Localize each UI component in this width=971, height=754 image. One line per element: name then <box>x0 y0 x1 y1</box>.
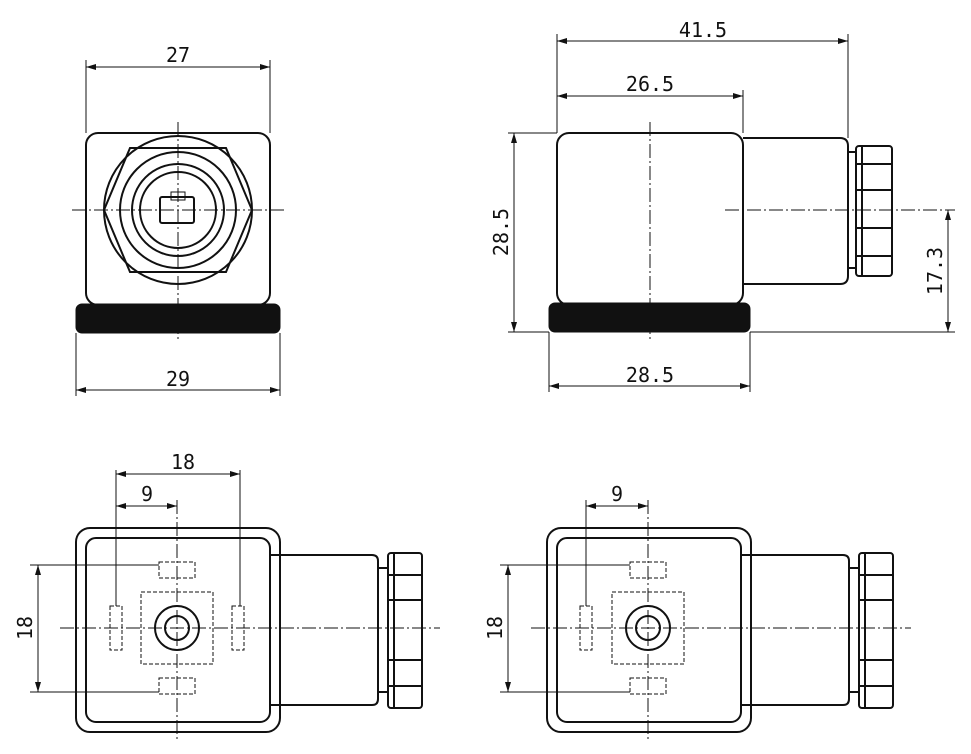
side-view <box>508 34 955 392</box>
front-view <box>72 60 286 396</box>
side-base-length-label: 28.5 <box>626 363 674 387</box>
bottom-right-vertical-label: 18 <box>483 616 507 640</box>
front-top-width-label: 27 <box>166 43 190 67</box>
side-center-height-label: 17.3 <box>923 247 947 295</box>
bottom-right-half-label: 9 <box>611 482 623 506</box>
bottom-left-span-label: 18 <box>171 450 195 474</box>
bottom-view-right <box>500 500 911 740</box>
bottom-left-half-label: 9 <box>141 482 153 506</box>
front-base-width-label: 29 <box>166 367 190 391</box>
bottom-left-vertical-label: 18 <box>13 616 37 640</box>
bottom-view-left <box>30 470 440 740</box>
side-height-label: 28.5 <box>489 208 513 256</box>
side-overall-length-label: 41.5 <box>679 18 727 42</box>
side-body-length-label: 26.5 <box>626 72 674 96</box>
